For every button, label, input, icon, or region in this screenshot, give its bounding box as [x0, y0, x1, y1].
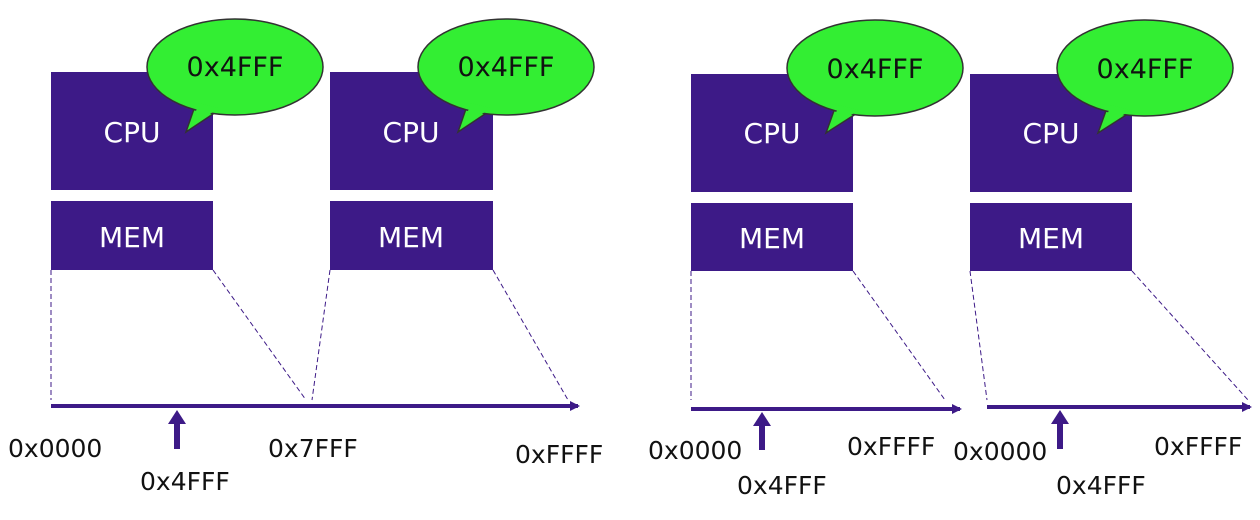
axis-label-end: 0xFFFF [1154, 432, 1242, 461]
bubble-text: 0x4FFF [458, 52, 555, 83]
mem-label: MEM [1018, 222, 1084, 255]
cpu-label: CPU [1023, 117, 1080, 150]
speech-bubble: 0x4FFF [146, 18, 324, 134]
axis-label-pointer: 0x4FFF [1056, 471, 1146, 500]
speech-bubble: 0x4FFF [1056, 19, 1234, 135]
mem-box [691, 203, 853, 271]
projection-lines [969, 270, 1249, 401]
cpu-label: CPU [744, 117, 801, 150]
axis-label-start: 0x0000 [953, 437, 1047, 466]
axis-label-pointer: 0x4FFF [140, 467, 230, 496]
mem-box [51, 201, 213, 270]
bubble-text: 0x4FFF [827, 54, 924, 85]
speech-bubble: 0x4FFF [417, 18, 595, 134]
cpu-label: CPU [383, 116, 440, 149]
cpu-mem-unit: CPU MEM 0x4FFF [970, 19, 1234, 271]
cpu-label: CPU [104, 116, 161, 149]
axis-label-start: 0x0000 [8, 434, 102, 463]
cpu-mem-unit: CPU MEM 0x4FFF [691, 19, 964, 271]
mem-box [970, 203, 1132, 271]
panel-3: CPU MEM 0x4FFF 0x0000 0x4FFF 0xFFFF [953, 19, 1252, 500]
mem-label: MEM [99, 221, 165, 254]
panel-1: CPU MEM 0x4FFF CPU MEM 0x4FFF [8, 18, 603, 496]
mem-box [330, 201, 493, 270]
speech-bubble: 0x4FFF [786, 19, 964, 135]
axis-label-end: 0xFFFF [515, 440, 603, 469]
bubble-text: 0x4FFF [187, 52, 284, 83]
cpu-mem-unit: CPU MEM 0x4FFF [330, 18, 595, 270]
pointer-arrow [1051, 410, 1069, 449]
axis-label-pointer: 0x4FFF [737, 471, 827, 500]
projection-lines [690, 270, 946, 401]
panel-2: CPU MEM 0x4FFF 0x0000 0x4FFF 0xFFFF [648, 19, 964, 500]
axis-label-start: 0x0000 [648, 436, 742, 465]
mem-label: MEM [739, 222, 805, 255]
cpu-mem-unit: CPU MEM 0x4FFF [51, 18, 324, 270]
axis-label-middle: 0x7FFF [268, 434, 358, 463]
pointer-arrow [168, 410, 186, 449]
bubble-text: 0x4FFF [1097, 54, 1194, 85]
pointer-arrow [753, 412, 771, 450]
mem-label: MEM [378, 221, 444, 254]
axis-label-end: 0xFFFF [847, 432, 935, 461]
projection-lines [50, 269, 569, 401]
